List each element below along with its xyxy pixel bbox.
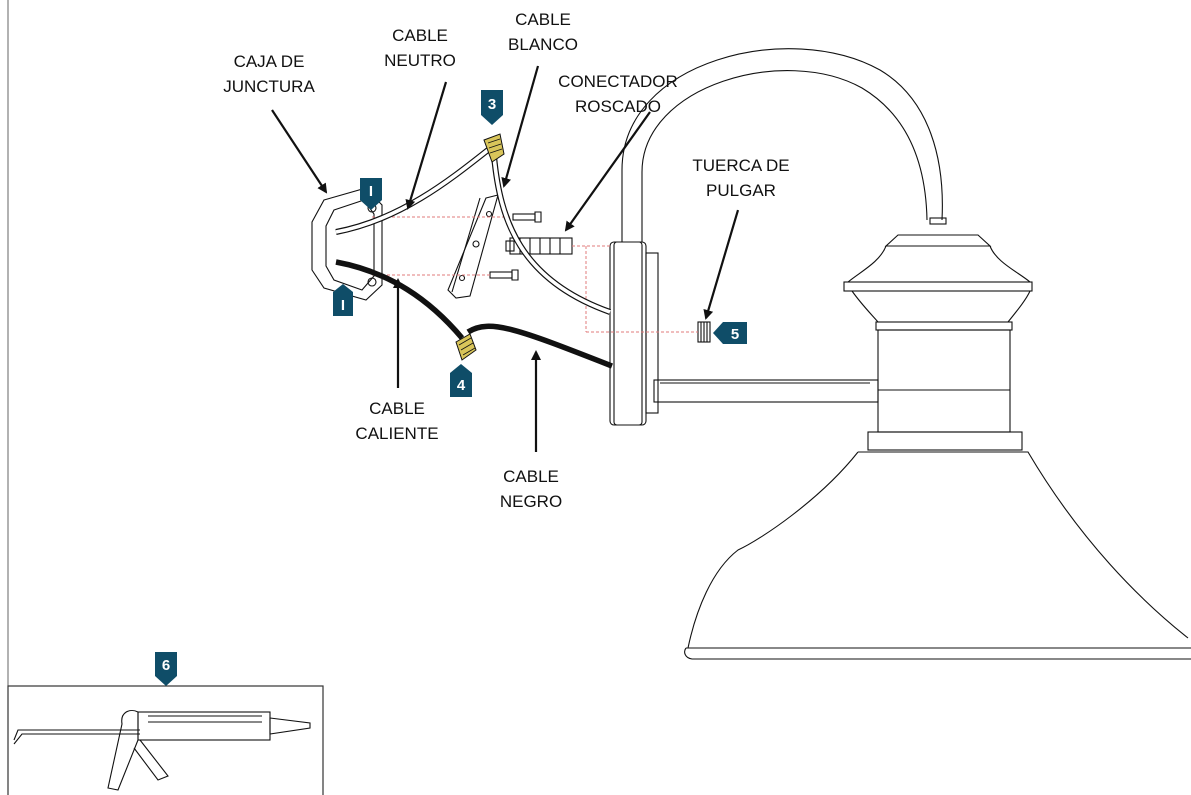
lamp-fixture	[609, 48, 1191, 660]
svg-text:CAJA DE: CAJA DE	[234, 52, 305, 71]
step-tag-thumb-nut: 5	[713, 322, 747, 344]
label-hot-cable: CABLE CALIENTE	[355, 399, 438, 443]
step-tag-box-top: I	[360, 178, 382, 210]
label-neutral-cable: CABLE NEUTRO	[384, 26, 456, 70]
svg-text:CABLE: CABLE	[503, 467, 559, 486]
callout-arrows	[271, 65, 740, 452]
label-threaded-connector: CONECTADOR ROSCADO	[558, 72, 678, 116]
svg-text:NEGRO: NEGRO	[500, 492, 562, 511]
step-tag-caulk: 6	[155, 652, 177, 686]
svg-text:CABLE: CABLE	[392, 26, 448, 45]
svg-text:CONECTADOR: CONECTADOR	[558, 72, 678, 91]
step-tag-black-wirenut: 4	[450, 364, 472, 397]
label-white-cable: CABLE BLANCO	[508, 10, 578, 54]
svg-text:JUNCTURA: JUNCTURA	[223, 77, 315, 96]
svg-text:CABLE: CABLE	[515, 10, 571, 29]
mounting-screws	[489, 211, 573, 281]
step-tag-white-wirenut: 3	[481, 90, 503, 125]
svg-text:TUERCA DE: TUERCA DE	[692, 156, 789, 175]
wire-nut-black	[455, 333, 477, 361]
svg-text:ROSCADO: ROSCADO	[575, 97, 661, 116]
svg-text:5: 5	[731, 326, 739, 343]
label-thumb-nut: TUERCA DE PULGAR	[692, 156, 789, 200]
wire-nut-white	[483, 133, 505, 163]
caulk-inset-frame	[7, 685, 324, 795]
svg-text:4: 4	[457, 377, 466, 394]
svg-text:CABLE: CABLE	[369, 399, 425, 418]
svg-text:BLANCO: BLANCO	[508, 35, 578, 54]
caulk-gun	[13, 709, 311, 791]
svg-text:6: 6	[162, 657, 170, 674]
svg-text:PULGAR: PULGAR	[706, 181, 776, 200]
svg-text:I: I	[369, 183, 373, 200]
label-black-cable: CABLE NEGRO	[500, 467, 562, 511]
mounting-strap	[447, 194, 499, 299]
svg-text:I: I	[341, 297, 345, 314]
svg-text:CALIENTE: CALIENTE	[355, 424, 438, 443]
svg-text:3: 3	[488, 96, 496, 113]
step-tag-box-bottom: I	[333, 284, 353, 316]
alignment-guides	[372, 216, 698, 333]
wires	[335, 147, 614, 369]
svg-text:NEUTRO: NEUTRO	[384, 51, 456, 70]
label-junction-box: CAJA DE JUNCTURA	[223, 52, 315, 96]
